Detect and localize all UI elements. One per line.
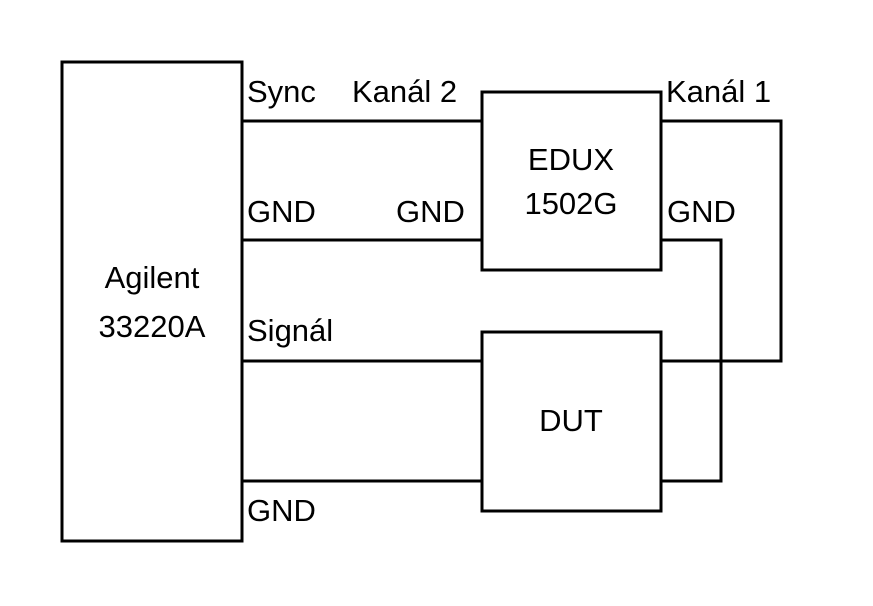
generator-block: [60, 60, 244, 543]
label-scope-gnd-left: GND: [396, 194, 465, 229]
label-scope-gnd-right: GND: [667, 194, 736, 229]
generator-name-line2: 33220A: [99, 309, 206, 344]
label-channel-2: Kanál 2: [352, 74, 457, 109]
dut-name: DUT: [539, 403, 603, 438]
label-generator-gnd-1: GND: [247, 194, 316, 229]
dut-block: [480, 330, 663, 513]
oscilloscope-name-line1: EDUX: [528, 142, 614, 177]
generator-name-line1: Agilent: [105, 260, 200, 295]
oscilloscope-block: [480, 90, 663, 272]
label-sync: Sync: [247, 74, 316, 109]
label-channel-1: Kanál 1: [666, 74, 771, 109]
wire-scope-gnd-to-dut-gnd: [661, 238, 723, 483]
label-signal: Signál: [247, 313, 333, 348]
label-generator-gnd-2: GND: [247, 493, 316, 528]
oscilloscope-name-line2: 1502G: [524, 186, 617, 221]
